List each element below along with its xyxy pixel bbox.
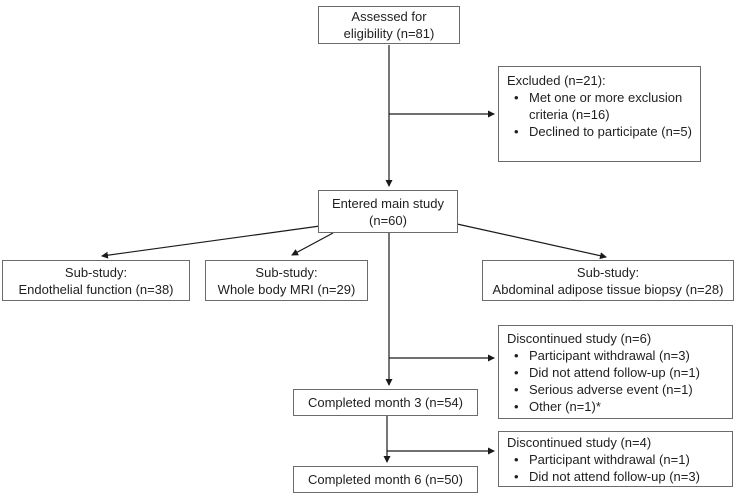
discontinued-month3-title: Discontinued study (n=6)	[507, 331, 652, 346]
entered-line2: (n=60)	[369, 212, 407, 228]
discontinued-month3-bullet-2-text: Did not attend follow-up (n=1)	[529, 365, 700, 380]
entered-main-study-box: Entered main study (n=60)	[318, 190, 458, 233]
completed-month6-box: Completed month 6 (n=50)	[293, 466, 478, 493]
discontinued-month6-bullet-1-text: Participant withdrawal (n=1)	[529, 452, 690, 467]
completed-month3-label: Completed month 3 (n=54)	[307, 395, 463, 410]
substudy-endothelial-line2: Endothelial function (n=38)	[18, 281, 174, 297]
discontinued-month3-bullet-4-text: Other (n=1)*	[529, 399, 601, 414]
excluded-bullet-2: • Declined to participate (n=5)	[507, 123, 692, 140]
bullet-marker: •	[514, 348, 519, 363]
completed-month3-box: Completed month 3 (n=54)	[293, 389, 478, 416]
bullet-marker: •	[514, 365, 519, 380]
connector-entered-to-endothelial	[101, 225, 321, 259]
substudy-biopsy-box: Sub-study: Abdominal adipose tissue biop…	[482, 260, 734, 301]
completed-month6-label: Completed month 6 (n=50)	[307, 472, 463, 487]
assessed-eligibility-box: Assessed for eligibility (n=81)	[318, 6, 460, 44]
entered-line1: Entered main study	[331, 195, 444, 211]
bullet-marker: •	[514, 382, 519, 397]
excluded-box: Excluded (n=21): • Met one or more exclu…	[498, 66, 701, 162]
substudy-mri-line1: Sub-study:	[255, 264, 318, 280]
assessed-line1: Assessed for	[351, 9, 427, 24]
discontinued-month3-bullet-1-text: Participant withdrawal (n=3)	[529, 348, 690, 363]
discontinued-month3-box: Discontinued study (n=6) • Participant w…	[498, 325, 733, 419]
discontinued-month3-bullet-2: • Did not attend follow-up (n=1)	[507, 364, 724, 381]
connector-entered-to-mri	[291, 232, 334, 256]
substudy-mri-box: Sub-study: Whole body MRI (n=29)	[205, 260, 368, 301]
discontinued-month6-bullet-2: • Did not attend follow-up (n=3)	[507, 468, 724, 485]
discontinued-month6-bullet-2-text: Did not attend follow-up (n=3)	[529, 469, 700, 484]
connector-entered-to-biopsy	[456, 223, 607, 260]
substudy-endothelial-line1: Sub-study:	[64, 264, 128, 280]
substudy-biopsy-line1: Sub-study:	[576, 264, 640, 280]
discontinued-month6-title: Discontinued study (n=4)	[507, 435, 652, 450]
discontinued-month3-bullet-3: • Serious adverse event (n=1)	[507, 381, 724, 398]
discontinued-month6-bullet-1: • Participant withdrawal (n=1)	[507, 451, 724, 468]
excluded-title: Excluded (n=21):	[507, 73, 606, 88]
bullet-marker: •	[514, 452, 519, 467]
discontinued-month6-box: Discontinued study (n=4) • Participant w…	[498, 431, 733, 487]
assessed-line2: eligibility (n=81)	[343, 26, 435, 41]
bullet-marker: •	[514, 399, 519, 414]
discontinued-month3-bullet-3-text: Serious adverse event (n=1)	[529, 382, 693, 397]
bullet-marker: •	[514, 90, 519, 105]
bullet-marker: •	[514, 469, 519, 484]
discontinued-month3-bullet-4: • Other (n=1)*	[507, 398, 724, 415]
bullet-marker: •	[514, 124, 519, 139]
excluded-bullet-2-text: Declined to participate (n=5)	[529, 124, 692, 139]
substudy-endothelial-box: Sub-study: Endothelial function (n=38)	[2, 260, 190, 301]
substudy-mri-line2: Whole body MRI (n=29)	[217, 281, 356, 297]
excluded-bullet-1-text: Met one or more exclusion criteria (n=16…	[529, 90, 683, 122]
discontinued-month3-bullet-1: • Participant withdrawal (n=3)	[507, 347, 724, 364]
substudy-biopsy-line2: Abdominal adipose tissue biopsy (n=28)	[492, 281, 724, 297]
excluded-bullet-1: • Met one or more exclusion criteria (n=…	[507, 89, 692, 123]
